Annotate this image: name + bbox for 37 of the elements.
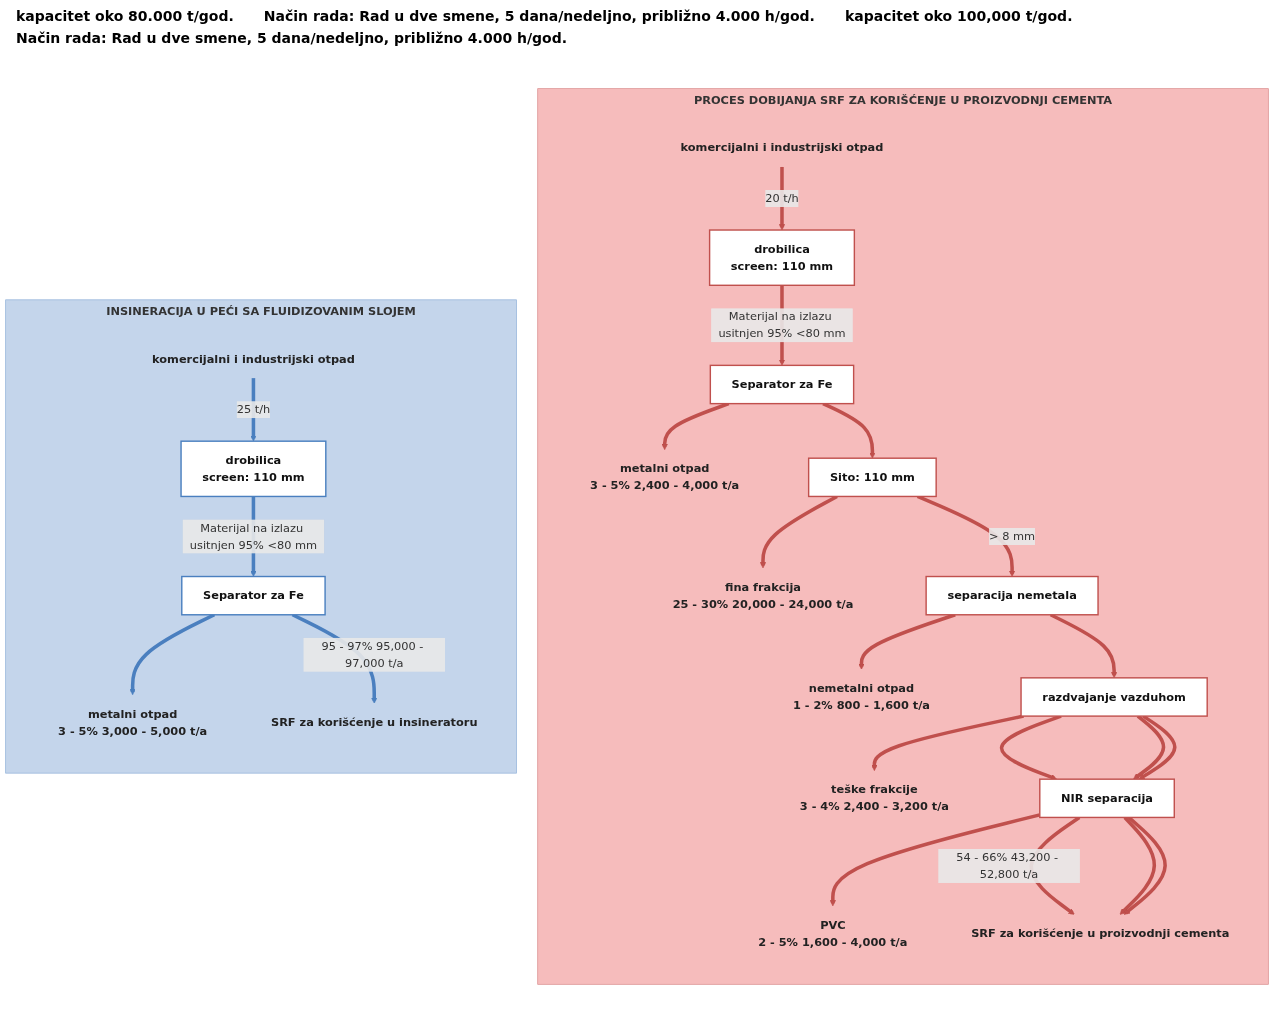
node-text: metalni otpad 3 - 5% 3,000 - 5,000 t/a bbox=[58, 706, 208, 738]
arrow bbox=[1123, 816, 1167, 915]
arrow bbox=[829, 813, 1041, 907]
node-box: Sito: 110 mm bbox=[807, 457, 937, 498]
note-text: Način rada: Rad u dve smene, 5 dana/nedeljno, približno 4.000 h/god. bbox=[16, 30, 568, 46]
edge-label: 20 t/h bbox=[765, 191, 799, 205]
edge-label: Materijal na izlazu usitnjen 95% <80 mm bbox=[189, 520, 318, 552]
note-text: kapacitet oko 80.000 t/god. bbox=[16, 8, 234, 24]
node-text: komercijalni i industrijski otpad bbox=[152, 351, 355, 366]
arrow bbox=[871, 714, 1024, 771]
node-box: drobilica screen: 110 mm bbox=[708, 229, 856, 286]
note-text: Način rada: Rad u dve smene, 5 dana/nedeljno, približno 4.000 h/god. bbox=[263, 8, 815, 24]
edge-label: > 8 mm bbox=[989, 529, 1036, 543]
node-text: SRF za korišćenje u proizvodnji cementa bbox=[971, 926, 1230, 941]
arrow bbox=[129, 613, 216, 696]
node-text: metalni otpad 3 - 5% 2,400 - 4,000 t/a bbox=[590, 461, 740, 493]
node-text: komercijalni i industrijski otpad bbox=[680, 140, 884, 155]
node-text: SRF za korišćenje u insineratoru bbox=[270, 715, 478, 729]
node-text: PVC 2 - 5% 1,600 - 4,000 t/a bbox=[758, 918, 908, 949]
node-text: nemetalni otpad 1 - 2% 800 - 1,600 t/a bbox=[792, 681, 930, 712]
node-box: Separator za Fe bbox=[709, 364, 855, 405]
node-text: teške frakcije 3 - 4% 2,400 - 3,200 t/a bbox=[799, 782, 949, 814]
edge-label: Materijal na izlazu usitnjen 95% <80 mm bbox=[718, 309, 846, 341]
edge-label: 54 - 66% 43,200 - 52,800 t/a bbox=[956, 850, 1059, 881]
arrow bbox=[1049, 613, 1118, 679]
note-text: kapacitet oko 100,000 t/god. bbox=[844, 8, 1073, 24]
node-box: razdvajanje vazduhom bbox=[1020, 677, 1208, 717]
edge-label: 95 - 97% 95,000 - 97,000 t/a bbox=[321, 639, 424, 670]
arrow bbox=[1119, 816, 1157, 915]
arrow bbox=[858, 613, 956, 670]
node-box: NIR separacija bbox=[1039, 778, 1175, 819]
arrow bbox=[822, 402, 876, 459]
edge-label: 25 t/h bbox=[236, 402, 271, 417]
node-box: separacija nemetala bbox=[925, 575, 1099, 616]
node-box: drobilica screen: 110 mm bbox=[180, 440, 327, 498]
node-box: Separator za Fe bbox=[181, 575, 326, 616]
node-text: fina frakcija 25 - 30% 20,000 - 24,000 t/a bbox=[672, 580, 854, 611]
